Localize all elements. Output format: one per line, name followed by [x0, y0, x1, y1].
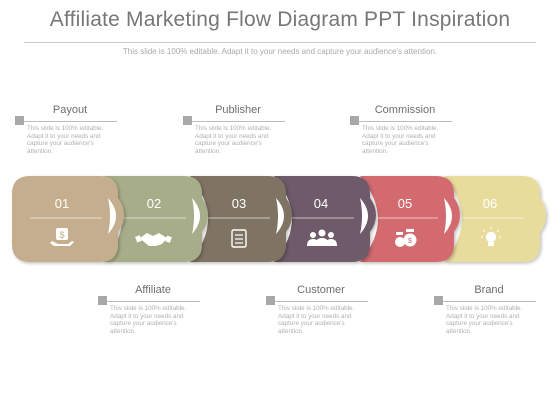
notepad-icon: [231, 229, 247, 248]
label-square-icon: [15, 116, 24, 125]
label-title: Payout: [52, 104, 88, 116]
label-rule: [106, 301, 200, 302]
step-number: 04: [314, 196, 328, 211]
page-title: Affiliate Marketing Flow Diagram PPT Ins…: [49, 8, 511, 31]
label-rule: [23, 121, 117, 122]
label-payout: Payout This slide is 100% editable. Adap…: [15, 104, 125, 164]
people-group-icon: [307, 229, 337, 246]
label-rule: [442, 301, 536, 302]
title-divider: [24, 42, 536, 43]
label-rule: [191, 121, 285, 122]
label-body: This slide is 100% editable. Adapt it to…: [195, 125, 272, 155]
light-bulb-icon: [481, 227, 501, 246]
label-rule: [358, 121, 452, 122]
money-bag-hand-icon: $: [50, 228, 74, 246]
label-publisher: Publisher This slide is 100% editable. A…: [183, 104, 293, 164]
step-arrow-highlight: [192, 198, 200, 234]
step-4: 04: [274, 176, 376, 262]
step-number: 06: [483, 196, 497, 211]
label-customer: Customer This slide is 100% editable. Ad…: [266, 284, 376, 344]
label-commission: Commission This slide is 100% editable. …: [350, 104, 460, 164]
step-number: 05: [398, 196, 412, 211]
step-5: 05 $: [360, 176, 460, 262]
label-body: This slide is 100% editable. Adapt it to…: [27, 125, 104, 155]
label-square-icon: [98, 296, 107, 305]
step-3: 03: [190, 176, 292, 262]
label-affiliate: Affiliate This slide is 100% editable. A…: [98, 284, 208, 344]
step-number: 02: [147, 196, 161, 211]
svg-text:$: $: [59, 230, 64, 240]
label-body: This slide is 100% editable. Adapt it to…: [278, 305, 355, 335]
step-shape: [190, 176, 292, 262]
step-shape: [104, 176, 208, 262]
label-body: This slide is 100% editable. Adapt it to…: [446, 305, 523, 335]
label-body: This slide is 100% editable. Adapt it to…: [362, 125, 439, 155]
step-number: 01: [55, 196, 69, 211]
step-arrow-highlight: [444, 198, 452, 234]
step-6: 06: [444, 176, 546, 262]
label-square-icon: [350, 116, 359, 125]
step-arrow-highlight: [276, 198, 284, 234]
svg-text:$: $: [408, 238, 412, 245]
label-brand: Brand This slide is 100% editable. Adapt…: [434, 284, 544, 344]
step-number: 03: [232, 196, 246, 211]
step-shape: [444, 176, 546, 262]
label-square-icon: [434, 296, 443, 305]
label-body: This slide is 100% editable. Adapt it to…: [110, 305, 187, 335]
label-title: Brand: [474, 284, 504, 296]
label-square-icon: [266, 296, 275, 305]
money-bags-icon: $: [395, 229, 417, 247]
page-subtitle: This slide is 100% editable. Adapt it to…: [122, 47, 438, 56]
step-arrow-highlight: [108, 198, 116, 234]
label-title: Customer: [297, 284, 345, 296]
label-title: Publisher: [215, 104, 261, 116]
step-shape: [360, 176, 460, 262]
label-rule: [274, 301, 368, 302]
step-arrow-highlight: [360, 198, 368, 234]
label-square-icon: [183, 116, 192, 125]
step-1: 01 $: [12, 176, 124, 262]
step-2: 02: [104, 176, 208, 262]
label-title: Affiliate: [135, 284, 171, 296]
handshake-icon: [135, 233, 172, 246]
step-shape: [12, 176, 124, 262]
step-shape: [274, 176, 376, 262]
label-title: Commission: [374, 104, 436, 116]
